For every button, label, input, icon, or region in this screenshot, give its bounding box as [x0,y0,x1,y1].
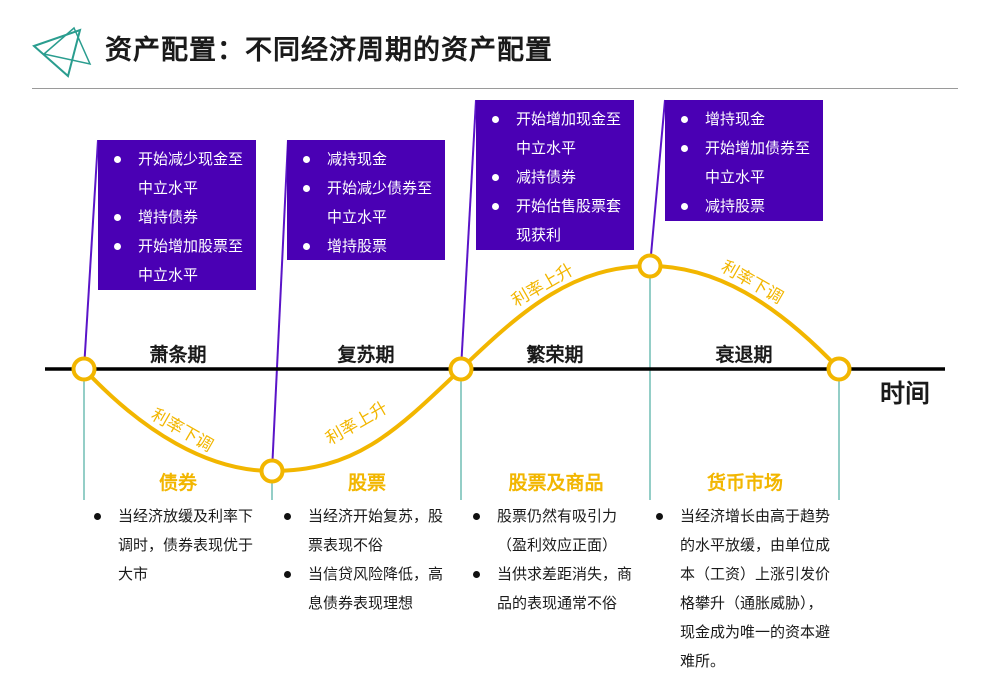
action-item: 开始增加债券至中立水平 [673,134,815,192]
callout-line-4 [649,99,666,267]
logo-triangles-icon [32,26,92,78]
action-box-1: 开始减少现金至中立水平 增持债券 开始增加股票至中立水平 [98,140,256,290]
phase-label-3: 繁荣期 [526,344,584,366]
callout-line-2 [271,139,289,472]
asset-heading-4: 货币市场 [706,472,783,494]
cycle-node-1 [71,356,97,382]
asset-notes-4: 当经济增长由高于趋势的水平放缓，由单位成本（工资）上涨引发价格攀升（通胀威胁），… [648,502,830,676]
action-box-3: 开始增加现金至中立水平 减持债券 开始估售股票套现获利 [476,100,634,250]
action-item: 减持债券 [484,163,626,192]
asset-heading-3: 股票及商品 [508,472,604,494]
action-item: 开始增加股票至中立水平 [106,232,248,290]
asset-notes-2: 当经济开始复苏，股票表现不俗 当信贷风险降低，高息债券表现理想 [276,502,448,618]
page-title: 资产配置：不同经济周期的资产配置 [105,35,553,66]
axis-label-time: 时间 [880,379,931,408]
action-item: 开始增加现金至中立水平 [484,105,626,163]
action-item: 减持现金 [295,145,437,174]
note-item: 当经济开始复苏，股票表现不俗 [276,502,448,560]
action-item: 开始减少现金至中立水平 [106,145,248,203]
action-item: 减持股票 [673,192,815,221]
callout-line-1 [83,139,99,370]
action-item: 开始估售股票套现获利 [484,192,626,250]
action-box-2: 减持现金 开始减少债券至中立水平 增持股票 [287,140,445,260]
action-item: 增持股票 [295,232,437,261]
cycle-node-5 [826,356,852,382]
action-item: 开始减少债券至中立水平 [295,174,437,232]
action-item: 增持债券 [106,203,248,232]
note-item: 当信贷风险降低，高息债券表现理想 [276,560,448,618]
asset-heading-1: 债券 [158,472,197,494]
note-item: 当经济放缓及利率下调时，债券表现优于大市 [86,502,256,589]
phase-label-1: 萧条期 [149,344,207,366]
phase-label-2: 复苏期 [337,344,395,366]
phase-label-4: 衰退期 [715,344,773,366]
note-item: 当供求差距消失，商品的表现通常不俗 [465,560,637,618]
note-item: 股票仍然有吸引力（盈利效应正面） [465,502,637,560]
action-item: 增持现金 [673,105,815,134]
asset-heading-2: 股票 [347,472,386,494]
cycle-node-4 [637,253,663,279]
curve-label-2: 利率上升 [323,398,392,449]
cycle-node-2 [259,458,285,484]
callout-line-3 [460,99,477,370]
asset-notes-3: 股票仍然有吸引力（盈利效应正面） 当供求差距消失，商品的表现通常不俗 [465,502,637,618]
action-box-4: 增持现金 开始增加债券至中立水平 减持股票 [665,100,823,221]
cycle-node-3 [448,356,474,382]
note-item: 当经济增长由高于趋势的水平放缓，由单位成本（工资）上涨引发价格攀升（通胀威胁），… [648,502,830,676]
asset-notes-1: 当经济放缓及利率下调时，债券表现优于大市 [86,502,256,589]
title-divider [32,88,958,89]
